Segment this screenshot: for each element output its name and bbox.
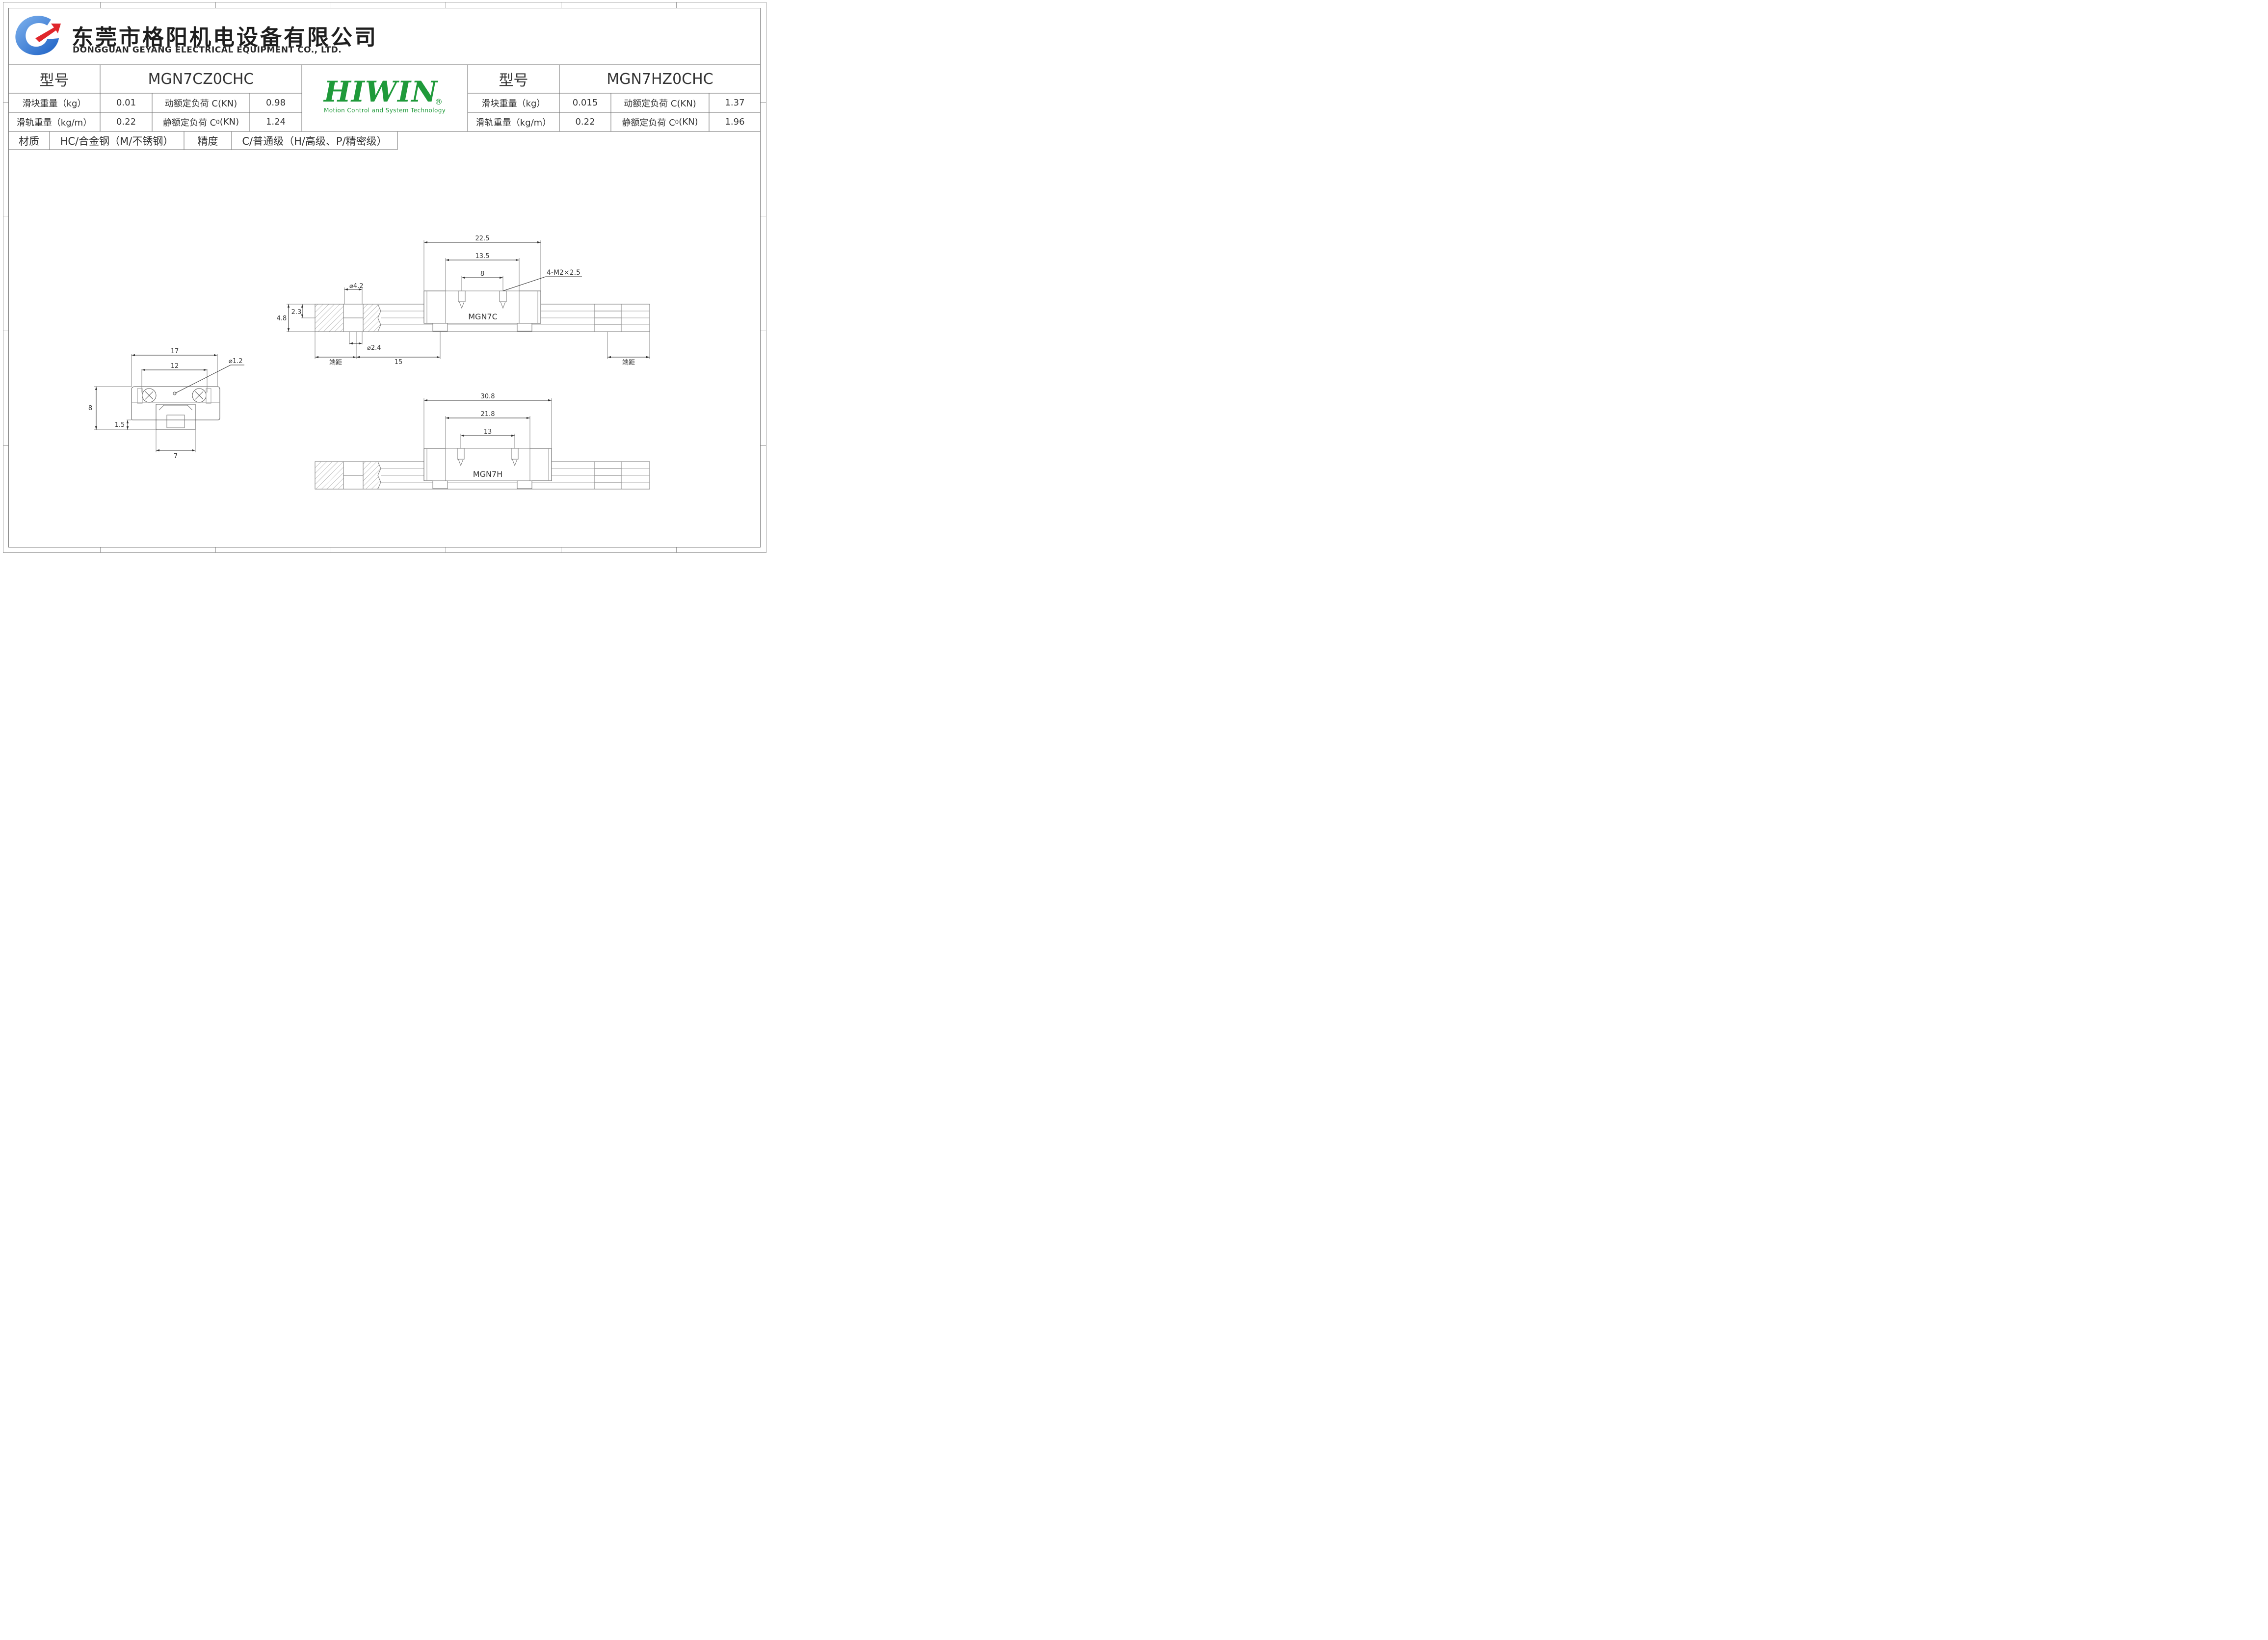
c-dim-hole: ⌀2.4 <box>367 344 381 352</box>
left-static-load-text: 静额定负荷 C <box>162 117 216 128</box>
right-block-weight-label: 滑块重量（kg） <box>481 98 546 109</box>
left-model-label: 型号 <box>39 72 69 89</box>
left-static-load-sub: 0 <box>216 118 220 126</box>
frame-tick <box>761 445 766 446</box>
drawing-border <box>8 8 761 547</box>
left-dynamic-load-label: 动额定负荷 C(KN) <box>164 98 237 109</box>
side-view-h <box>315 398 650 490</box>
section-view <box>94 354 244 452</box>
hiwin-registered-mark: ® <box>435 97 443 106</box>
c-end-distance-left: 端距 <box>329 359 342 366</box>
block-h-outline <box>423 448 552 481</box>
section-rail-outline <box>156 404 196 430</box>
c-dim-cbore-depth: 2.3 <box>291 309 302 316</box>
company-logo <box>15 16 61 55</box>
material-label: 材质 <box>19 135 39 147</box>
left-static-load-value: 1.24 <box>265 117 286 127</box>
h-dim-block-length: 30.8 <box>481 393 495 400</box>
c-dim-block-length: 22.5 <box>475 235 490 242</box>
hiwin-logo: HIWIN <box>324 75 438 108</box>
frame-tick <box>676 2 677 8</box>
h-dim-hole-pitch: 13 <box>484 428 492 436</box>
side-view-c <box>287 240 650 359</box>
section-dim-hole-dia: ⌀1.2 <box>229 358 243 365</box>
right-static-load-unit: (KN) <box>679 117 698 127</box>
section-dim-12: 12 <box>171 363 179 370</box>
c-block-label: MGN7C <box>468 312 498 321</box>
frame-tick <box>100 2 101 8</box>
left-model-value: MGN7CZ0CHC <box>148 70 254 88</box>
right-model-label: 型号 <box>499 72 528 89</box>
frame-tick <box>100 547 101 553</box>
right-dynamic-load-label: 动额定负荷 C(KN) <box>624 98 696 109</box>
section-oil-hole <box>173 391 177 395</box>
left-dynamic-load-value: 0.98 <box>265 98 286 108</box>
left-static-load-unit: (KN) <box>219 117 239 127</box>
precision-label: 精度 <box>197 135 218 147</box>
c-end-distance-right: 端距 <box>622 359 635 366</box>
right-rail-weight-label: 滑轨重量（kg/m） <box>475 117 552 128</box>
company-name-cn: 东莞市格阳机电设备有限公司 <box>72 25 378 50</box>
right-static-load-sub: 0 <box>675 118 679 126</box>
section-dim-rail-width: 7 <box>174 453 178 460</box>
c-tap-callout: 4-M2×2.5 <box>547 269 580 277</box>
company-name-en: DONGGUAN GEYANG ELECTRICAL EQUIPMENT CO.… <box>73 45 342 55</box>
precision-value: C/普通级（H/高级、P/精密级） <box>242 135 387 147</box>
right-model-value: MGN7HZ0CHC <box>607 70 713 88</box>
spec-table-grid <box>8 64 761 150</box>
left-rail-weight-label: 滑轨重量（kg/m） <box>16 117 92 128</box>
frame-tick <box>215 547 216 553</box>
section-block-outline <box>131 386 220 420</box>
h-dim-body-length: 21.8 <box>481 411 495 418</box>
section-dim-clearance: 1.5 <box>115 421 125 429</box>
section-dim-height: 8 <box>88 405 92 412</box>
frame-tick <box>3 445 8 446</box>
technical-drawing: 17 12 ⌀1.2 8 1.5 7 <box>88 235 650 490</box>
h-block-label: MGN7H <box>473 469 502 479</box>
c-dim-rail-height: 4.8 <box>277 315 287 322</box>
hiwin-tagline: Motion Control and System Technology <box>324 107 446 114</box>
drawing-frame <box>3 2 766 553</box>
right-static-load-text: 静额定负荷 C <box>622 117 675 128</box>
left-block-weight-value: 0.01 <box>116 98 136 108</box>
c-dim-hole-pitch: 8 <box>480 270 484 278</box>
right-block-weight-value: 0.015 <box>572 98 598 108</box>
c-dim-body-length: 13.5 <box>475 253 490 260</box>
section-dim-17: 17 <box>171 348 179 355</box>
frame-tick <box>676 547 677 553</box>
right-rail-weight-value: 0.22 <box>575 117 595 127</box>
material-value: HC/合金钢（M/不锈钢） <box>60 135 174 147</box>
frame-tick <box>761 102 766 103</box>
left-rail-weight-value: 0.22 <box>116 117 136 127</box>
c-dim-pitch: 15 <box>395 359 403 366</box>
frame-tick <box>3 102 8 103</box>
right-dynamic-load-value: 1.37 <box>725 98 745 108</box>
frame-tick <box>215 2 216 8</box>
right-static-load-value: 1.96 <box>725 117 745 127</box>
c-dim-cbore: ⌀4.2 <box>349 283 364 290</box>
left-block-weight-label: 滑块重量（kg） <box>22 98 86 109</box>
